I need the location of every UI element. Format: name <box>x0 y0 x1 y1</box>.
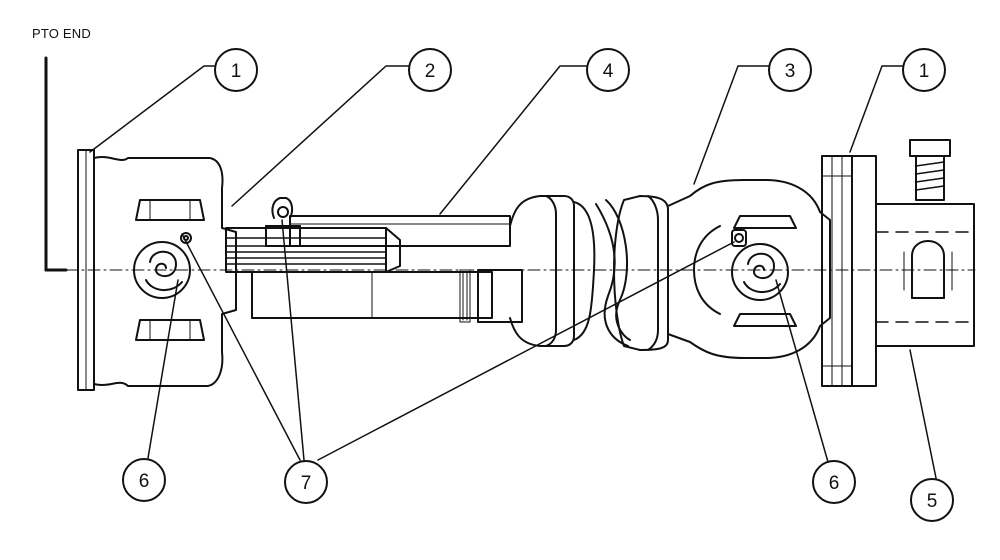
rubber-band <box>595 199 631 347</box>
callout-number: 1 <box>919 61 930 82</box>
callout-2: 2 <box>408 48 452 92</box>
telescoping-tubes <box>225 227 401 273</box>
callout-number: 4 <box>603 61 614 82</box>
callout-3: 3 <box>768 48 812 92</box>
callout-number: 5 <box>927 491 938 512</box>
shield-right <box>613 195 669 351</box>
left-flange <box>77 149 95 391</box>
right-yoke <box>667 179 831 359</box>
left-yoke <box>93 156 237 387</box>
callout-1-right: 1 <box>902 48 946 92</box>
outer-shaft-tube <box>265 197 511 247</box>
callout-number: 6 <box>829 473 840 494</box>
leader-lines <box>89 65 937 479</box>
clutch-housing <box>875 203 975 347</box>
callout-6-right: 6 <box>812 460 856 504</box>
pto-end-bracket <box>44 56 68 272</box>
callout-7: 7 <box>284 460 328 504</box>
inner-shaft <box>251 269 523 323</box>
left-cross-bearing <box>133 232 192 299</box>
callout-number: 6 <box>139 471 150 492</box>
callout-5: 5 <box>910 478 954 522</box>
callout-1-left: 1 <box>214 48 258 92</box>
callout-number: 7 <box>301 473 312 494</box>
callout-number: 2 <box>425 61 436 82</box>
callout-number: 1 <box>231 61 242 82</box>
shield-left <box>509 195 596 347</box>
right-cross-bearing <box>731 229 789 301</box>
callout-4: 4 <box>586 48 630 92</box>
pto-end-label: PTO END <box>32 26 91 41</box>
bolt <box>909 139 951 201</box>
callout-number: 3 <box>785 61 796 82</box>
callout-6-left: 6 <box>122 458 166 502</box>
